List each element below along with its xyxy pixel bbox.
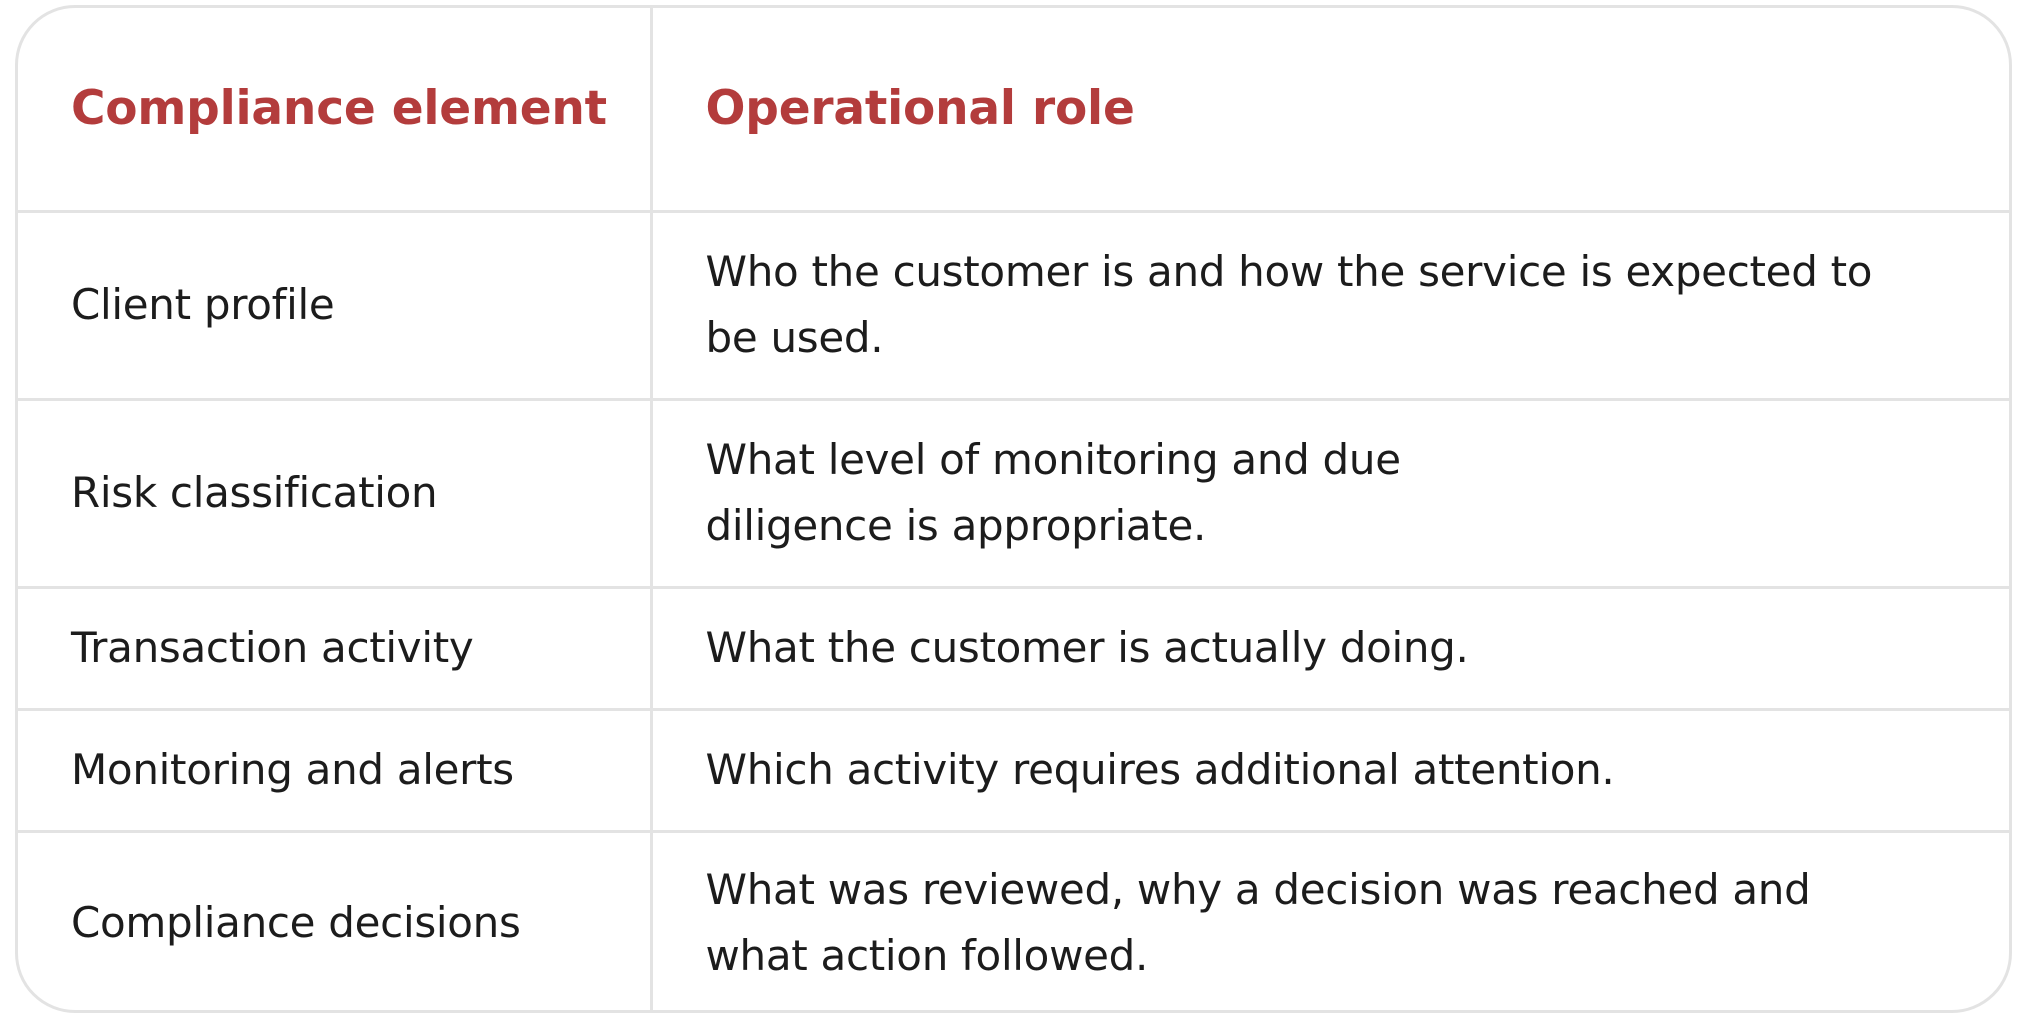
table-header-row: Compliance element Operational role: [18, 8, 2009, 213]
cell-compliance-element: Compliance decisions: [18, 831, 653, 1010]
cell-compliance-element: Risk classification: [18, 399, 653, 589]
cell-operational-role: Who the customer is and how the service …: [651, 211, 2009, 401]
cell-operational-role: What the customer is actually doing.: [651, 587, 2009, 711]
table-row: Compliance decisions What was reviewed, …: [18, 831, 2009, 1010]
column-header-compliance-element: Compliance element: [18, 8, 653, 213]
table-row: Client profile Who the customer is and h…: [18, 211, 2009, 401]
cell-compliance-element: Monitoring and alerts: [18, 709, 653, 833]
table-row: Risk classification What level of monito…: [18, 399, 2009, 589]
compliance-table-card: Compliance element Operational role Clie…: [15, 5, 2012, 1013]
table-row: Monitoring and alerts Which activity req…: [18, 709, 2009, 833]
cell-operational-role: What was reviewed, why a decision was re…: [705, 864, 1811, 980]
compliance-table: Compliance element Operational role Clie…: [18, 8, 2009, 1010]
table-row: Transaction activity What the customer i…: [18, 587, 2009, 711]
cell-operational-role: Which activity requires additional atten…: [651, 709, 2009, 833]
cell-operational-role: What level of monitoring and due diligen…: [651, 399, 2009, 589]
column-header-operational-role: Operational role: [651, 8, 2009, 213]
cell-compliance-element: Client profile: [18, 211, 653, 401]
cell-compliance-element: Transaction activity: [18, 587, 653, 711]
